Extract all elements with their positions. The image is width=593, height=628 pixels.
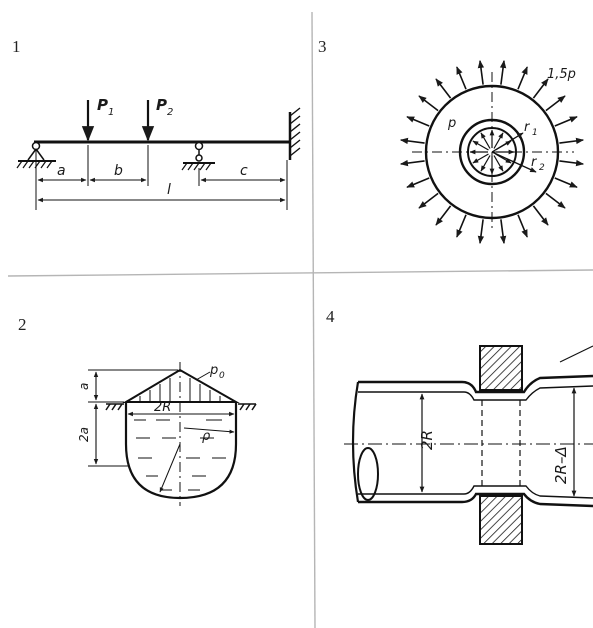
inner-pressure-arrow: [495, 153, 512, 164]
label-a: a: [57, 163, 66, 179]
panel-number-2: 2: [18, 315, 27, 334]
tube-outline: [358, 374, 593, 394]
label-rho: ρ: [202, 429, 211, 444]
label-c: c: [240, 163, 248, 179]
label-r1: r: [524, 120, 531, 135]
outer-pressure-arrow: [559, 137, 584, 145]
outer-pressure-arrow: [435, 205, 452, 226]
panel-4-shaft: 4 2R 2R–Δ: [326, 307, 593, 545]
panel-1-beam: 1: [12, 37, 301, 210]
outer-pressure-arrow: [418, 192, 439, 209]
label-b: b: [114, 163, 123, 179]
label-p2-subscript: 2: [167, 107, 173, 118]
label-inner-pressure: p: [447, 116, 456, 131]
middle-pin-support: [181, 141, 215, 171]
outer-pressure-arrow: [559, 159, 584, 167]
label-p1-subscript: 1: [108, 107, 114, 118]
label-outer-pressure: 1,5p: [547, 67, 576, 82]
vessel-supports: [105, 403, 257, 411]
panel-number-1: 1: [12, 37, 21, 56]
label-2r: 2R: [154, 400, 171, 415]
outer-pressure-arrow: [477, 219, 485, 244]
outer-pressure-arrow: [545, 192, 566, 209]
label-p1: P: [97, 96, 108, 114]
inner-pressure-arrow: [480, 155, 491, 172]
outer-pressure-arrow: [477, 60, 485, 85]
outer-pressure-arrow: [456, 66, 467, 90]
tube-end-opening: [357, 447, 379, 501]
inner-pressure-arrow: [493, 155, 504, 172]
inner-pressure-arrow: [472, 140, 489, 151]
panel-2-vessel: 2: [18, 315, 257, 506]
outer-pressure-arrow: [418, 95, 439, 112]
outer-pressure-arrow: [554, 177, 578, 188]
outer-pressure-arrow: [400, 137, 425, 145]
label-p0-subscript: 0: [219, 371, 225, 381]
wall-hatching: [289, 107, 301, 157]
outer-pressure-arrow: [499, 219, 507, 244]
ring-bottom: [479, 495, 523, 545]
panel-number-4: 4: [326, 307, 335, 326]
outer-pressure-arrow: [400, 159, 425, 167]
inner-pressure-arrow: [493, 132, 504, 149]
label-2r-minus-delta: 2R–Δ: [552, 446, 570, 484]
outer-pressure-arrow: [554, 116, 578, 127]
panel-3-rings: 3 r 1 r 2 p 1,5p: [318, 37, 584, 244]
panel-number-3: 3: [318, 37, 327, 56]
label-r2-subscript: 2: [539, 163, 545, 173]
ring-top: [479, 345, 523, 391]
outer-pressure-arrow: [532, 78, 549, 99]
outer-pressure-arrow: [499, 60, 507, 85]
inner-pressure-arrow: [472, 153, 489, 164]
label-2a: 2a: [77, 427, 91, 442]
outer-pressure-arrows: [400, 60, 584, 244]
label-2r-tube: 2R: [418, 430, 436, 450]
outer-pressure-arrow: [532, 205, 549, 226]
liquid-dashes: [134, 419, 226, 491]
vessel-body: [124, 402, 238, 500]
label-p2: P: [156, 96, 167, 114]
label-p0: p: [209, 363, 218, 378]
label-r1-subscript: 1: [532, 128, 538, 138]
outer-pressure-arrow: [517, 214, 528, 238]
panel-grid: [7, 11, 593, 628]
outer-pressure-arrow: [456, 214, 467, 238]
outer-pressure-arrow: [545, 95, 566, 112]
outer-pressure-arrow: [517, 66, 528, 90]
label-a-left: a: [77, 383, 91, 390]
label-r2: r: [531, 155, 538, 170]
outer-pressure-arrow: [435, 78, 452, 99]
outer-pressure-arrow: [406, 177, 430, 188]
outer-pressure-arrow: [406, 116, 430, 127]
label-l: l: [167, 182, 171, 198]
inner-pressure-arrow: [480, 132, 491, 149]
